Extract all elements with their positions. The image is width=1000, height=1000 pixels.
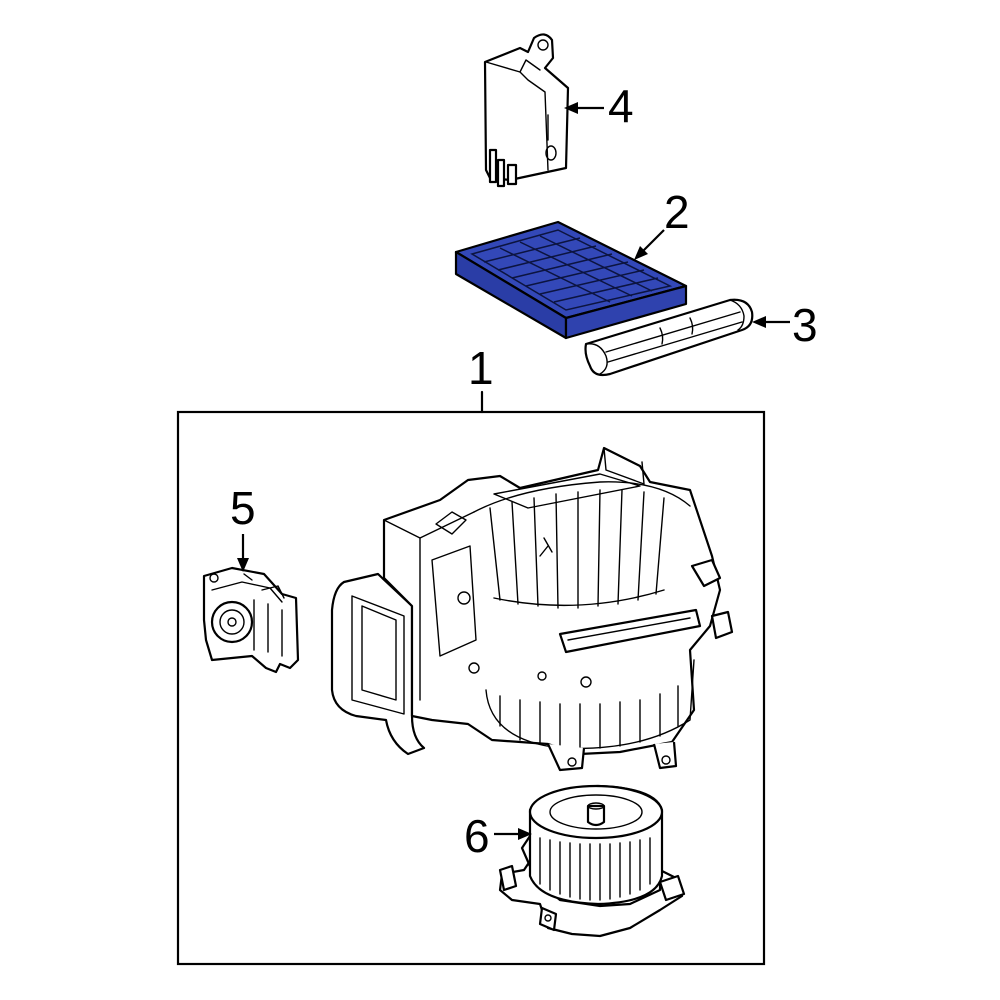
callout-6-label: 6 [464, 810, 490, 862]
callout-2-label: 2 [664, 186, 690, 238]
callout-4-label: 4 [608, 80, 634, 132]
callout-2: 2 [634, 186, 690, 260]
callout-3: 3 [752, 299, 818, 351]
callout-6: 6 [464, 810, 532, 862]
filter-cover-icon[interactable] [584, 298, 754, 377]
cabin-air-filter-icon[interactable] [454, 220, 688, 340]
blower-housing-assembly-icon[interactable] [330, 446, 734, 772]
callout-5: 5 [230, 482, 256, 572]
callout-1: 1 [468, 342, 494, 414]
actuator-motor-icon[interactable] [202, 566, 300, 674]
assembly-box [176, 410, 766, 966]
callout-5-label: 5 [230, 482, 256, 534]
blower-motor-icon[interactable] [498, 784, 686, 938]
callout-1-label: 1 [468, 342, 494, 394]
callout-3-label: 3 [792, 299, 818, 351]
callout-4: 4 [564, 80, 634, 132]
control-module-icon[interactable] [483, 33, 570, 188]
